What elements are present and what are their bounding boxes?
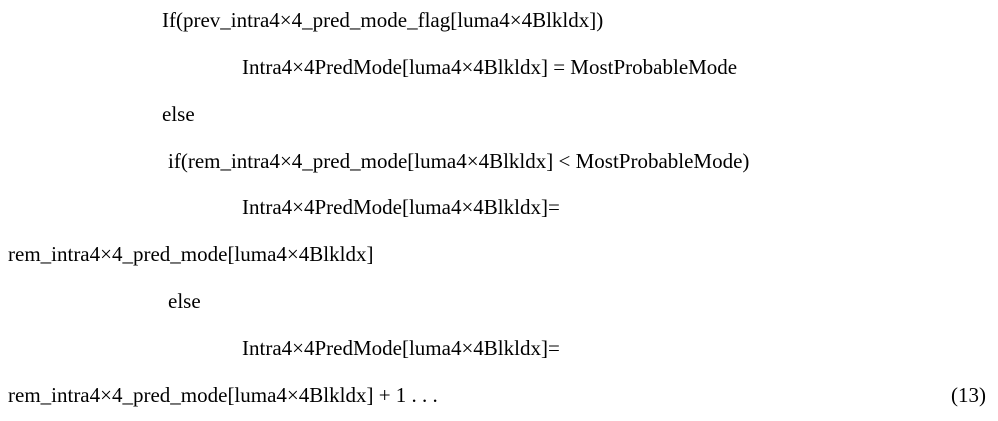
code-line-assign-most-probable: Intra4×4PredMode[luma4×4Blkldx] = MostPr… xyxy=(242,55,737,79)
code-line-else-1: else xyxy=(162,102,195,126)
code-line-if-rem-less: if(rem_intra4×4_pred_mode[luma4×4Blkldx]… xyxy=(168,149,749,173)
code-line-assign-rem-plus-lhs: Intra4×4PredMode[luma4×4Blkldx]= xyxy=(242,336,560,360)
code-line-assign-rem-plus-rhs: rem_intra4×4_pred_mode[luma4×4Blkldx] + … xyxy=(8,383,438,407)
code-line-assign-rem-rhs: rem_intra4×4_pred_mode[luma4×4Blkldx] xyxy=(8,242,373,266)
code-line-assign-rem-lhs: Intra4×4PredMode[luma4×4Blkldx]= xyxy=(242,195,560,219)
code-line-else-2: else xyxy=(168,289,201,313)
equation-number: (13) xyxy=(951,383,986,407)
code-line-if-flag: If(prev_intra4×4_pred_mode_flag[luma4×4B… xyxy=(162,8,603,32)
